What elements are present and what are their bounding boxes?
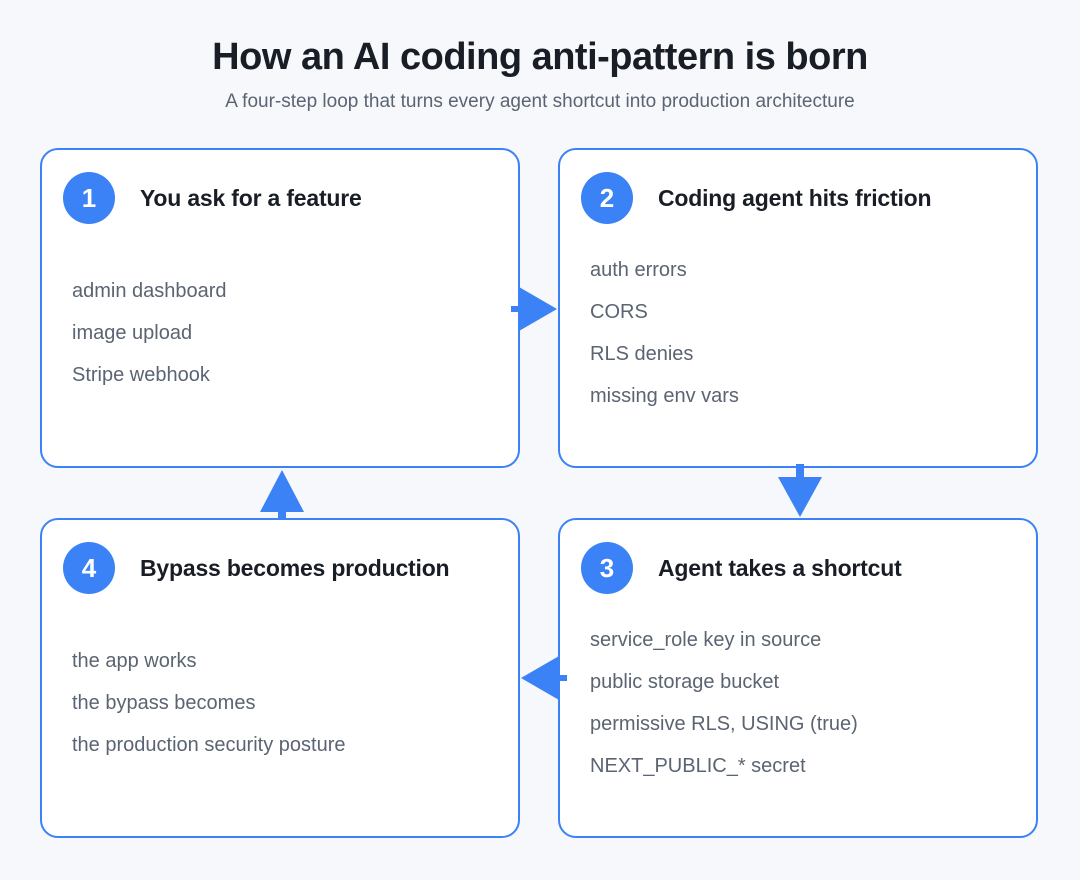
- step-3-item-list: service_role key in source public storag…: [590, 598, 1018, 808]
- step-2-item: auth errors: [590, 259, 687, 281]
- step-card-3-agent-takes-a-shortcut: 3 Agent takes a shortcut service_role ke…: [558, 518, 1038, 838]
- arrow-up-icon: [260, 470, 304, 519]
- step-1-item: Stripe webhook: [72, 364, 210, 386]
- step-4-item-list: the app works the bypass becomes the pro…: [72, 598, 500, 808]
- step-1-header: 1 You ask for a feature: [63, 172, 500, 224]
- step-1-item-list: admin dashboard image upload Stripe webh…: [72, 228, 500, 438]
- step-4-header: 4 Bypass becomes production: [63, 542, 500, 594]
- step-card-2-coding-agent-hits-friction: 2 Coding agent hits friction auth errors…: [558, 148, 1038, 468]
- step-3-item: NEXT_PUBLIC_* secret: [590, 755, 806, 777]
- step-3-item: service_role key in source: [590, 629, 822, 651]
- step-2-item: missing env vars: [590, 385, 739, 407]
- arrow-down-icon: [778, 464, 822, 517]
- step-1-title: You ask for a feature: [140, 184, 362, 211]
- page-title: How an AI coding anti-pattern is born: [212, 36, 868, 78]
- step-1-number-badge: 1: [63, 172, 115, 224]
- step-1-item: admin dashboard: [72, 280, 227, 302]
- step-2-header: 2 Coding agent hits friction: [581, 172, 1018, 224]
- step-4-item: the production security posture: [72, 734, 346, 756]
- step-3-number-badge: 3: [581, 542, 633, 594]
- step-3-header: 3 Agent takes a shortcut: [581, 542, 1018, 594]
- step-2-item: CORS: [590, 301, 648, 323]
- step-3-item: permissive RLS, USING (true): [590, 713, 858, 735]
- step-3-item: public storage bucket: [590, 671, 780, 693]
- step-2-title: Coding agent hits friction: [658, 184, 932, 211]
- step-card-1-you-ask-for-a-feature: 1 You ask for a feature admin dashboard …: [40, 148, 520, 468]
- step-2-number-badge: 2: [581, 172, 633, 224]
- page-subtitle: A four-step loop that turns every agent …: [225, 91, 855, 112]
- step-3-title: Agent takes a shortcut: [658, 554, 902, 581]
- step-1-item: image upload: [72, 322, 193, 344]
- step-2-item-list: auth errors CORS RLS denies missing env …: [590, 228, 1018, 438]
- step-4-number-badge: 4: [63, 542, 115, 594]
- step-4-item: the app works: [72, 650, 197, 672]
- step-card-4-bypass-becomes-production: 4 Bypass becomes production the app work…: [40, 518, 520, 838]
- step-4-title: Bypass becomes production: [140, 554, 450, 581]
- step-2-item: RLS denies: [590, 343, 694, 365]
- step-4-item: the bypass becomes: [72, 692, 256, 714]
